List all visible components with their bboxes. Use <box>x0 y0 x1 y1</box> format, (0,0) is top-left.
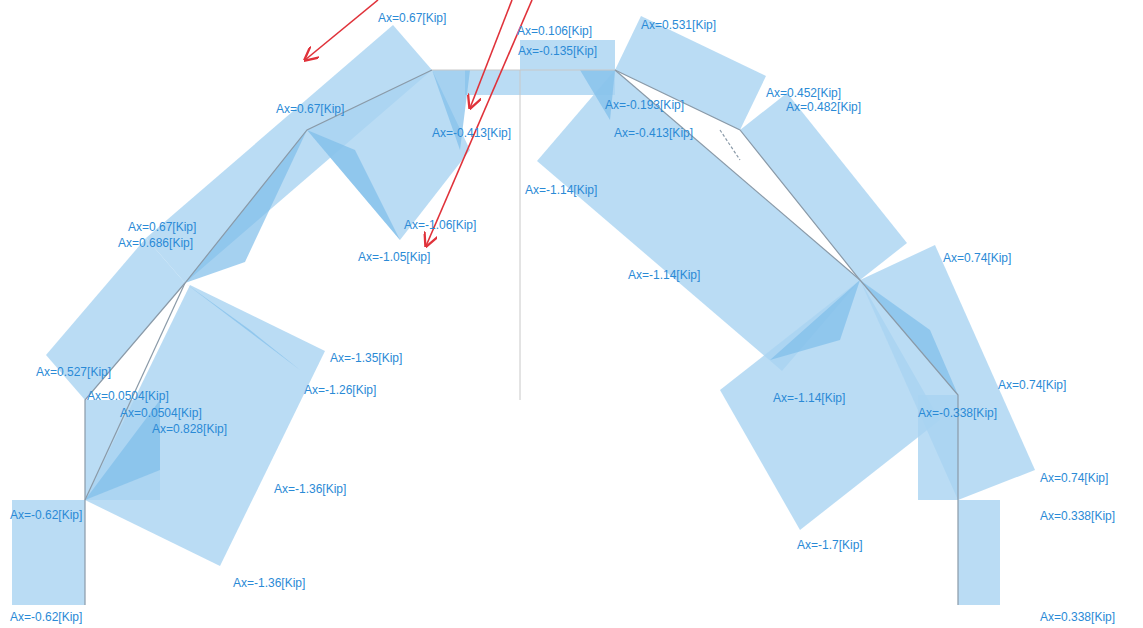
force-label: Ax=-1.36[Kip] <box>233 576 305 590</box>
force-label: Ax=-0.193[Kip] <box>605 98 684 112</box>
force-label: Ax=-1.7[Kip] <box>797 538 863 552</box>
force-band <box>537 70 860 371</box>
force-label: Ax=0.531[Kip] <box>641 18 716 32</box>
pointer-arrows <box>305 0 532 246</box>
force-label: Ax=0.527[Kip] <box>36 365 111 379</box>
structure-lines <box>432 70 615 400</box>
force-label: Ax=0.0504[Kip] <box>87 389 169 403</box>
force-band <box>860 245 1035 500</box>
force-label: Ax=0.74[Kip] <box>998 378 1066 392</box>
force-label: Ax=0.338[Kip] <box>1040 610 1115 624</box>
force-band <box>958 500 1000 605</box>
force-triangle <box>185 283 300 370</box>
force-triangle <box>770 280 860 360</box>
pointer-arrow <box>426 0 532 246</box>
force-label: Ax=-1.05[Kip] <box>358 250 430 264</box>
force-label: Ax=-1.14[Kip] <box>525 183 597 197</box>
force-label: Ax=0.686[Kip] <box>118 236 193 250</box>
force-bands <box>12 16 1035 605</box>
force-label: Ax=0.828[Kip] <box>152 422 227 436</box>
force-label: Ax=0.67[Kip] <box>378 11 446 25</box>
force-label: Ax=-1.14[Kip] <box>773 391 845 405</box>
member-line <box>432 70 615 71</box>
force-label: Ax=0.67[Kip] <box>128 220 196 234</box>
force-label: Ax=-1.36[Kip] <box>274 482 346 496</box>
member-line <box>720 130 740 160</box>
force-label: Ax=-1.14[Kip] <box>628 268 700 282</box>
force-label: Ax=-0.338[Kip] <box>918 406 997 420</box>
pointer-arrow <box>470 0 512 108</box>
force-label: Ax=-1.35[Kip] <box>330 351 402 365</box>
structure-members <box>85 70 958 605</box>
axis-line <box>520 70 521 400</box>
force-label: Ax=0.74[Kip] <box>943 251 1011 265</box>
force-label: Ax=-0.62[Kip] <box>10 508 82 522</box>
force-label: Ax=-0.62[Kip] <box>10 610 82 624</box>
force-label: Ax=0.106[Kip] <box>517 24 592 38</box>
force-triangle <box>580 70 615 120</box>
force-label: Ax=0.482[Kip] <box>786 100 861 114</box>
force-label: Ax=0.452[Kip] <box>766 86 841 100</box>
force-label: Ax=-0.413[Kip] <box>614 126 693 140</box>
force-label: Ax=-1.06[Kip] <box>404 218 476 232</box>
pointer-arrow <box>305 0 378 60</box>
force-label: Ax=-0.413[Kip] <box>432 126 511 140</box>
force-band <box>307 70 470 240</box>
member-line <box>85 70 432 605</box>
member-line <box>615 70 958 605</box>
force-triangle <box>307 130 400 240</box>
force-label: Ax=-0.135[Kip] <box>518 44 597 58</box>
force-triangles <box>85 70 958 500</box>
force-label: Ax=0.67[Kip] <box>276 102 344 116</box>
force-label: Ax=0.0504[Kip] <box>120 406 202 420</box>
force-label: Ax=-1.26[Kip] <box>304 383 376 397</box>
force-label: Ax=0.74[Kip] <box>1040 471 1108 485</box>
member-line <box>85 283 185 500</box>
force-label: Ax=0.338[Kip] <box>1040 509 1115 523</box>
force-band <box>85 285 325 566</box>
